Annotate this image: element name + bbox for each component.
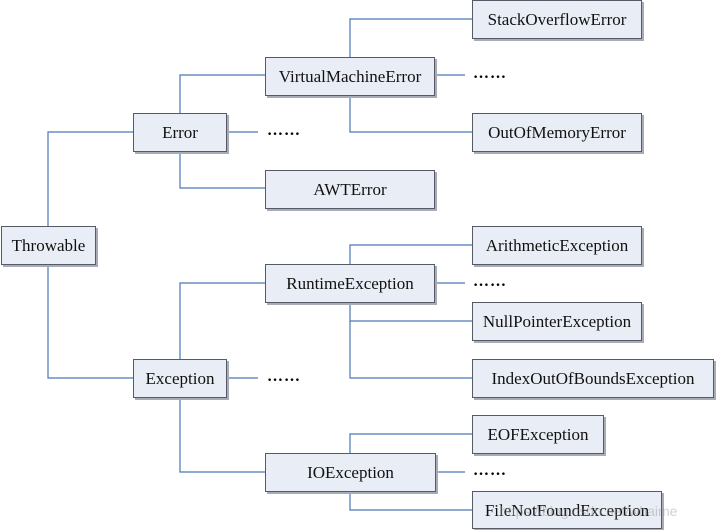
edge-io-eof	[349, 433, 472, 453]
node-throwable: Throwable	[1, 226, 96, 265]
node-virtual-machine-error: VirtualMachineError	[265, 57, 435, 96]
edge-exception-runtime	[179, 282, 265, 359]
edge-error-vme	[179, 74, 265, 113]
node-stack-overflow-error: StackOverflowError	[472, 0, 642, 39]
ellipsis-runtime-siblings: ……	[473, 273, 507, 290]
edge-vme-outofmemory	[349, 95, 472, 133]
edge-throwable-exception	[47, 264, 133, 379]
node-index-out-of-bounds-exception: IndexOutOfBoundsException	[472, 359, 714, 398]
edge-error-awt	[179, 151, 265, 189]
edge-runtime-nullpointer	[349, 302, 472, 322]
node-exception: Exception	[133, 359, 227, 398]
edge-exception-io	[179, 397, 265, 473]
ellipsis-exception-siblings: ……	[267, 368, 301, 385]
watermark-text: https://blog.csdn.net/whaime	[500, 503, 678, 519]
node-eof-exception: EOFException	[472, 415, 604, 454]
edge-vme-stackoverflow	[349, 18, 472, 57]
node-null-pointer-exception: NullPointerException	[472, 302, 642, 341]
node-awt-error: AWTError	[265, 170, 435, 209]
node-file-not-found-exception: FileNotFoundException	[472, 491, 662, 529]
edge-runtime-arithmetic	[349, 244, 472, 264]
node-out-of-memory-error: OutOfMemoryError	[472, 113, 642, 152]
node-arithmetic-exception: ArithmeticException	[472, 226, 642, 265]
ellipsis-io-siblings: ……	[473, 462, 507, 479]
edge-io-filenotfound	[349, 491, 472, 511]
node-runtime-exception: RuntimeException	[265, 264, 435, 303]
ellipsis-vme-siblings: ……	[473, 65, 507, 82]
node-error: Error	[133, 113, 227, 152]
edge-runtime-indexoob	[349, 321, 472, 379]
node-io-exception: IOException	[265, 453, 436, 492]
ellipsis-error-siblings: ……	[267, 122, 301, 139]
edge-throwable-error	[47, 131, 133, 226]
